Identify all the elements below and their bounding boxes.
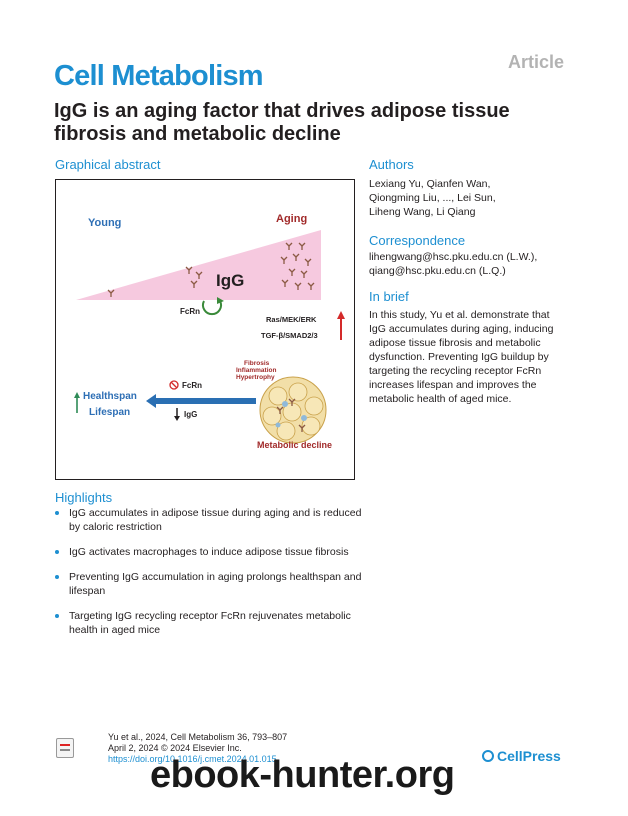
- correspondence-heading: Correspondence: [369, 233, 466, 248]
- article-title: IgG is an aging factor that drives adipo…: [54, 100, 510, 145]
- in-brief-line: metabolic health of aged mice.: [369, 393, 512, 405]
- in-brief-heading: In brief: [369, 289, 409, 304]
- authors-line: Qiongming Liu, ..., Lei Sun,: [369, 192, 496, 204]
- adipose-tissue-icon: [259, 376, 327, 444]
- highlight-item: IgG accumulates in adipose tissue during…: [55, 506, 365, 534]
- highlight-text: IgG activates macrophages to induce adip…: [69, 546, 349, 558]
- citation-line: Yu et al., 2024, Cell Metabolism 36, 793…: [108, 732, 288, 742]
- citation-date: April 2, 2024 © 2024 Elsevier Inc.: [108, 743, 242, 753]
- fcrn-label: FcRn: [180, 307, 200, 316]
- highlights-list: IgG accumulates in adipose tissue during…: [55, 506, 365, 648]
- in-brief-text: In this study, Yu et al. demonstrate tha…: [369, 308, 584, 406]
- in-brief-line: adipose tissue fibrosis and metabolic: [369, 337, 541, 349]
- pathway-ras-label: Ras/MEK/ERK: [266, 315, 317, 324]
- aging-wedge: [76, 230, 321, 300]
- bullet-icon: [55, 511, 59, 515]
- highlight-text: Preventing IgG accumulation in aging pro…: [69, 571, 362, 597]
- in-brief-line: In this study, Yu et al. demonstrate tha…: [369, 309, 550, 321]
- highlights-heading: Highlights: [55, 490, 113, 505]
- metabolic-decline-label: Metabolic decline: [257, 440, 332, 450]
- in-brief-line: IgG accumulates during aging, inducing: [369, 323, 554, 335]
- highlight-text: Targeting IgG recycling receptor FcRn re…: [69, 610, 351, 636]
- bullet-icon: [55, 614, 59, 618]
- effect-hypertrophy-label: Hypertrophy: [236, 374, 275, 381]
- healthspan-label: Healthspan: [83, 391, 137, 402]
- lifespan-label: Lifespan: [89, 407, 130, 418]
- pathway-up-arrow-icon: [337, 311, 345, 340]
- in-brief-line: targeting the recycling receptor FcRn: [369, 365, 542, 377]
- effect-fibrosis-label: Fibrosis: [244, 360, 270, 367]
- cellpress-logo-icon: [482, 750, 494, 762]
- bullet-icon: [55, 575, 59, 579]
- igg-label: IgG: [216, 271, 244, 290]
- article-type-tag: Article: [507, 52, 564, 72]
- citation-block: Yu et al., 2024, Cell Metabolism 36, 793…: [108, 732, 287, 765]
- highlight-item: Preventing IgG accumulation in aging pro…: [55, 570, 365, 598]
- intervention-arrow-icon: [146, 394, 256, 408]
- authors-line: Lexiang Yu, Qianfen Wan,: [369, 178, 491, 190]
- graphical-abstract-heading: Graphical abstract: [55, 157, 161, 172]
- blocked-fcrn-label: FcRn: [182, 381, 202, 390]
- pathway-tgf-label: TGF-β/SMAD2/3: [261, 331, 318, 340]
- authors-heading: Authors: [369, 157, 414, 172]
- highlight-text: IgG accumulates in adipose tissue during…: [69, 507, 362, 533]
- healthspan-up-arrow-icon: [74, 392, 80, 413]
- watermark: ebook-hunter.org: [150, 754, 455, 796]
- aging-label: Aging: [276, 213, 307, 225]
- blocked-icon: [169, 380, 179, 390]
- recycling-arrow-icon: [202, 300, 222, 316]
- correspondence-email[interactable]: qiang@hsc.pku.edu.cn (L.Q.): [369, 265, 506, 277]
- doi-link[interactable]: https://doi.org/10.1016/j.cmet.2024.01.0…: [108, 754, 277, 764]
- highlight-item: IgG activates macrophages to induce adip…: [55, 545, 365, 559]
- effect-inflammation-label: Inflammation: [236, 367, 276, 374]
- publisher-logo: CellPress: [482, 748, 561, 764]
- graphical-abstract: Young Aging IgG FcRn Ras/MEK/ERK TGF-β/S…: [55, 179, 355, 480]
- in-brief-line: dysfunction. Preventing IgG buildup by: [369, 351, 549, 363]
- bullet-icon: [55, 550, 59, 554]
- igg-down-label: IgG: [184, 410, 197, 419]
- journal-title: Cell Metabolism: [54, 60, 264, 92]
- check-for-updates-icon[interactable]: [56, 738, 74, 758]
- authors-list: Lexiang Yu, Qianfen Wan, Qiongming Liu, …: [369, 177, 584, 219]
- igg-down-arrow-icon: [174, 408, 180, 421]
- graphical-abstract-figure: Young Aging IgG FcRn Ras/MEK/ERK TGF-β/S…: [74, 213, 345, 450]
- authors-line: Liheng Wang, Li Qiang: [369, 206, 476, 218]
- publisher-name: CellPress: [497, 748, 561, 764]
- correspondence-email[interactable]: lihengwang@hsc.pku.edu.cn (L.W.),: [369, 251, 538, 263]
- young-label: Young: [88, 217, 121, 229]
- correspondence-block: lihengwang@hsc.pku.edu.cn (L.W.), qiang@…: [369, 250, 584, 278]
- in-brief-line: increases lifespan and improves the: [369, 379, 537, 391]
- highlight-item: Targeting IgG recycling receptor FcRn re…: [55, 609, 365, 637]
